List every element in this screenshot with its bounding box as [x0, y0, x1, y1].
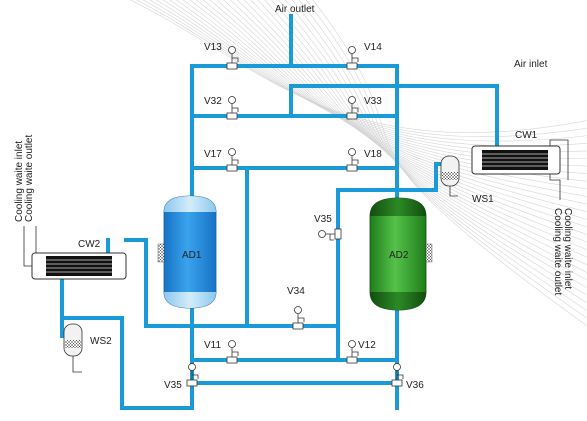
- valve-v12[interactable]: [346, 340, 359, 364]
- valve-v36-label: V36: [406, 380, 424, 391]
- heater-icon: [425, 243, 433, 263]
- actuator-icon: [294, 306, 302, 314]
- cooler-cw1[interactable]: CW1: [471, 130, 569, 200]
- valve-v32-label: V32: [204, 96, 222, 107]
- cooler-cw1-label: CW1: [515, 130, 538, 141]
- separator-ws1[interactable]: WS1: [440, 155, 494, 205]
- actuator-icon: [348, 46, 356, 54]
- actuator-icon: [188, 363, 196, 371]
- pipework: [60, 14, 499, 410]
- valve-v17-label: V17: [204, 149, 222, 160]
- tank-ad2-label: AD2: [389, 250, 409, 261]
- valve-v13-label: V13: [204, 42, 222, 53]
- cw2-cooling-inlet-label: Cooling waite inlet: [14, 141, 25, 222]
- air-inlet-label: Air inlet: [514, 59, 548, 70]
- separator-ws2[interactable]: WS2: [63, 323, 112, 373]
- valve-v13[interactable]: [226, 46, 239, 70]
- valve-v17[interactable]: [226, 148, 239, 172]
- cooler-cw2[interactable]: CW2: [23, 226, 127, 280]
- air-outlet-label: Air outlet: [275, 4, 315, 15]
- valve-v11-label: V11: [204, 340, 221, 351]
- actuator-icon: [348, 96, 356, 104]
- tank-ad1-label: AD1: [182, 250, 202, 261]
- valve-v34[interactable]: [292, 306, 305, 330]
- valve-v35m[interactable]: [318, 228, 342, 241]
- valve-v32[interactable]: [226, 96, 239, 120]
- valve-v35-low-label: V35: [164, 380, 182, 391]
- valve-v35l[interactable]: [186, 363, 199, 387]
- valve-v35-mid-label: V35: [314, 214, 332, 225]
- actuator-icon: [318, 230, 326, 238]
- actuator-icon: [228, 96, 236, 104]
- cooler-cw2-label: CW2: [78, 239, 101, 250]
- separator-ws2-label: WS2: [90, 336, 112, 347]
- valve-v33-label: V33: [364, 96, 382, 107]
- tank-ad2[interactable]: AD2: [369, 197, 433, 311]
- valve-v34-label: V34: [287, 286, 305, 297]
- valve-v36[interactable]: [391, 363, 404, 387]
- actuator-icon: [348, 148, 356, 156]
- valve-v12-label: V12: [358, 340, 376, 351]
- actuator-icon: [393, 363, 401, 371]
- actuator-icon: [228, 340, 236, 348]
- cw1-cooling-inlet-label: Cooling waite inlet: [562, 208, 573, 289]
- cw2-cooling-outlet-label: Cooling waite outlet: [24, 135, 35, 222]
- separator-ws1-label: WS1: [472, 194, 494, 205]
- tank-ad1[interactable]: AD1: [157, 195, 217, 309]
- valve-v18-label: V18: [364, 149, 382, 160]
- valve-v33[interactable]: [346, 96, 359, 120]
- cw1-cooling-outlet-label: Cooling waite outlet: [552, 208, 563, 295]
- actuator-icon: [348, 340, 356, 348]
- valve-v11[interactable]: [226, 340, 239, 364]
- valve-v14-label: V14: [364, 42, 382, 53]
- actuator-icon: [228, 148, 236, 156]
- background-decoration: [129, 0, 587, 327]
- valve-v14[interactable]: [346, 46, 359, 70]
- actuator-icon: [228, 46, 236, 54]
- valve-v18[interactable]: [346, 148, 359, 172]
- heater-icon: [157, 243, 165, 263]
